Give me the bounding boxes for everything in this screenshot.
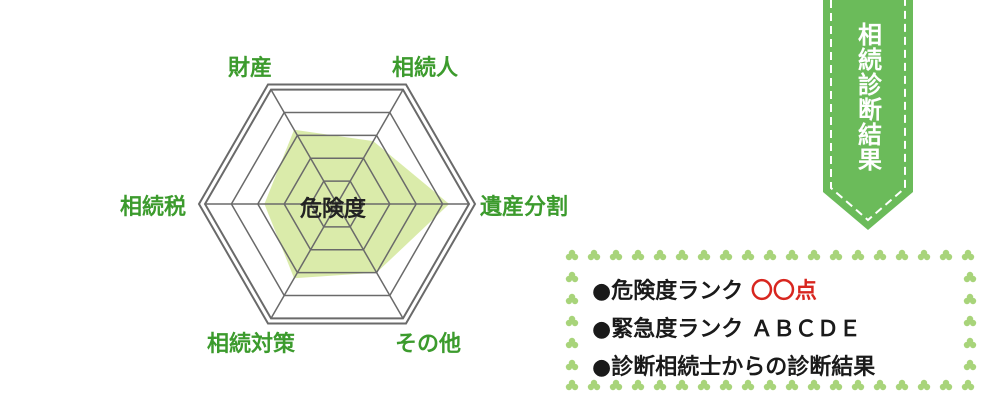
clover-icon	[895, 379, 909, 391]
clover-icon	[631, 379, 645, 391]
clover-icon	[829, 249, 843, 261]
result-item-consultant-result: ●診断相続士からの診断結果	[592, 349, 962, 387]
clover-icon	[609, 249, 623, 261]
clover-icon	[963, 359, 977, 371]
clover-icon	[565, 359, 579, 371]
clover-icon	[851, 249, 865, 261]
clover-icon	[961, 249, 975, 261]
clover-icon	[807, 379, 821, 391]
result-item-urgency-rank: ●緊急度ランク ＡＢＣＤＥ	[592, 311, 962, 349]
clover-icon	[785, 379, 799, 391]
result-box	[560, 246, 980, 396]
clover-icon	[741, 249, 755, 261]
clover-icon	[565, 337, 579, 349]
clover-icon	[851, 379, 865, 391]
clover-icon	[565, 293, 579, 305]
clover-icon	[675, 379, 689, 391]
clover-icon	[565, 379, 579, 391]
clover-icon	[963, 293, 977, 305]
clover-icon	[785, 249, 799, 261]
risk-rank-points: 〇〇点	[750, 279, 817, 304]
clover-icon	[565, 271, 579, 283]
axis-label-heirs: 相続人	[392, 56, 459, 81]
clover-icon	[829, 379, 843, 391]
clover-icon	[961, 379, 975, 391]
clover-icon	[963, 337, 977, 349]
clover-icon	[939, 379, 953, 391]
clover-icon	[587, 379, 601, 391]
result-banner: 相続診断結果	[823, 0, 913, 232]
radar-center-label: 危険度	[300, 197, 367, 222]
risk-rank-label: 危険度ランク	[611, 279, 744, 304]
clover-icon	[895, 249, 909, 261]
banner-title: 相続診断結果	[853, 22, 882, 172]
clover-icon	[565, 249, 579, 261]
bullet-icon: ●	[592, 355, 612, 380]
axis-label-inheritance-tax: 相続税	[120, 195, 187, 220]
radar-spoke	[336, 203, 404, 319]
consultant-result-label: 診断相続士からの診断結果	[611, 355, 876, 380]
clover-icon	[653, 249, 667, 261]
clover-icon	[697, 379, 711, 391]
axis-label-other: その他	[395, 332, 462, 357]
clover-icon	[939, 249, 953, 261]
radar-spoke	[270, 203, 338, 319]
bullet-icon: ●	[592, 317, 612, 342]
clover-icon	[873, 379, 887, 391]
clover-icon	[873, 249, 887, 261]
clover-icon	[675, 249, 689, 261]
clover-icon	[963, 315, 977, 327]
axis-label-countermeasures: 相続対策	[207, 332, 296, 357]
radar-grid-ring	[197, 83, 477, 325]
urgency-rank-label: 緊急度ランク ＡＢＣＤＥ	[611, 317, 861, 342]
clover-icon	[719, 249, 733, 261]
clover-icon	[763, 379, 777, 391]
clover-icon	[719, 379, 733, 391]
clover-icon	[653, 379, 667, 391]
clover-icon	[741, 379, 755, 391]
clover-icon	[763, 249, 777, 261]
radar-grid	[197, 83, 477, 325]
clover-icon	[631, 249, 645, 261]
bullet-icon: ●	[592, 279, 612, 304]
radar-spoke	[270, 89, 338, 205]
clover-icon	[963, 271, 977, 283]
clover-icon	[697, 249, 711, 261]
axis-label-assets: 財産	[228, 56, 273, 81]
radar-spoke	[336, 89, 404, 205]
result-list: ●危険度ランク 〇〇点 ●緊急度ランク ＡＢＣＤＥ ●診断相続士からの診断結果	[592, 273, 962, 387]
clover-icon	[609, 379, 623, 391]
banner-ribbon-shape	[823, 0, 913, 230]
clover-border	[565, 249, 977, 391]
clover-icon	[917, 379, 931, 391]
clover-icon	[807, 249, 821, 261]
clover-icon	[565, 315, 579, 327]
clover-icon	[917, 249, 931, 261]
clover-icon	[587, 249, 601, 261]
result-item-risk-rank: ●危険度ランク 〇〇点	[592, 273, 962, 311]
axis-label-estate-division: 遺産分割	[480, 195, 569, 220]
